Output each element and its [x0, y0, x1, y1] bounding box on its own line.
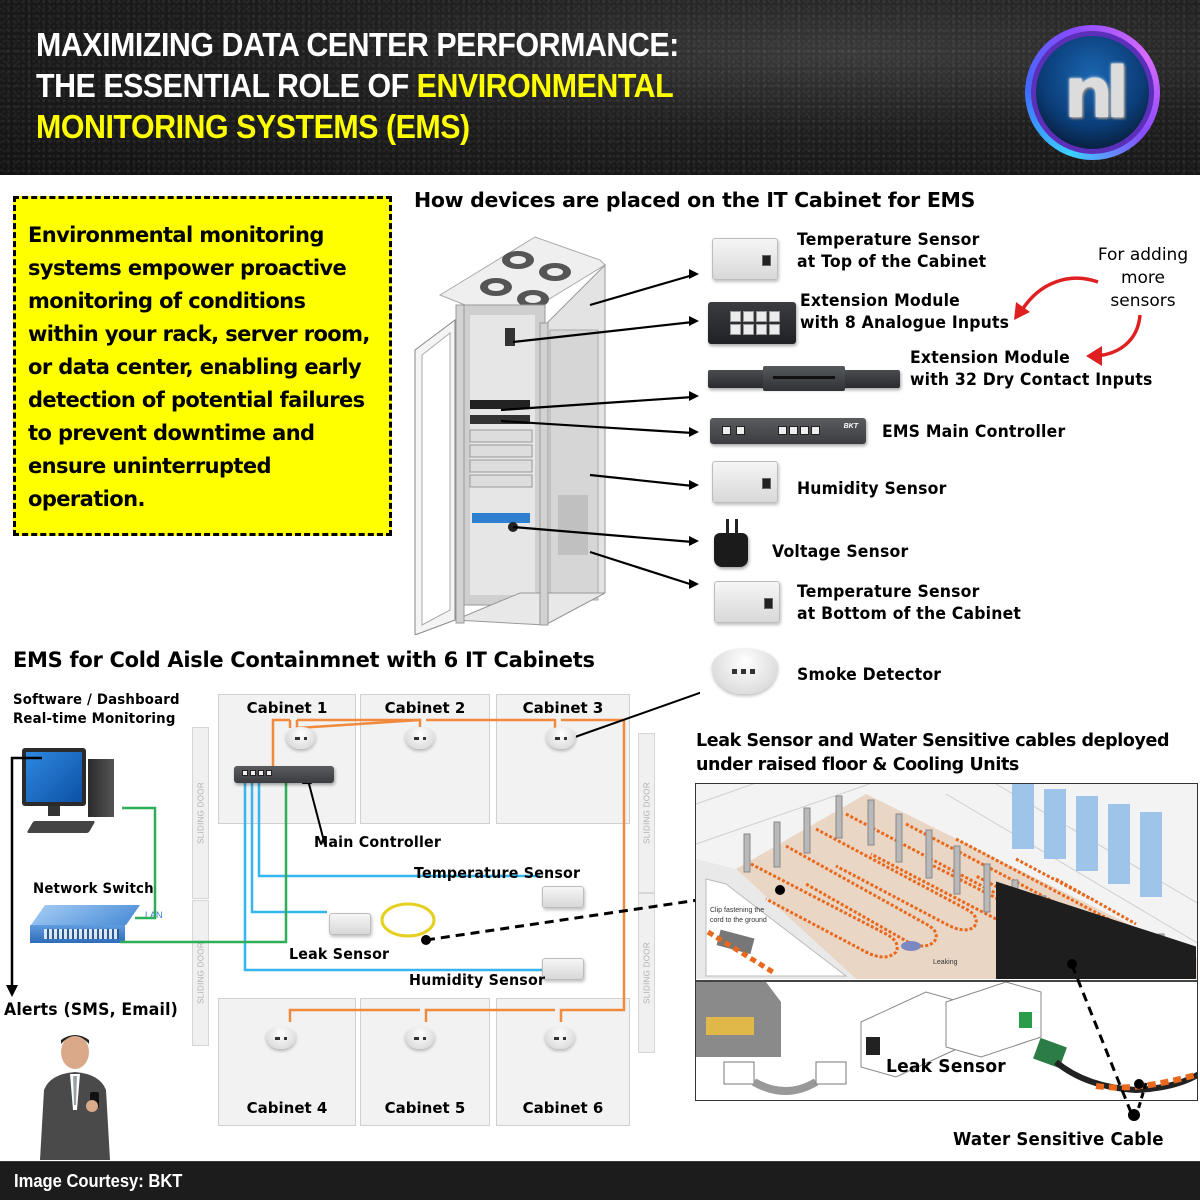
footer-bar: Image Courtesy: BKT — [0, 1161, 1200, 1200]
sliding-door-right-top: SLIDING DOOR — [638, 733, 655, 893]
label-line: at Bottom of the Cabinet — [797, 604, 1022, 623]
label-ext32: Extension Module with 32 Dry Contact Inp… — [910, 347, 1153, 391]
logo-inner: nl — [1031, 31, 1154, 154]
leak-sensor-connection-scene: Leak Sensor — [696, 980, 1197, 1100]
image-courtesy-text: Image Courtesy: BKT — [14, 1171, 183, 1191]
cac-leak-label: Leak Sensor — [289, 945, 390, 963]
network-switch-label: Network Switch — [33, 881, 154, 897]
smoke-detector-cab6-icon — [545, 1027, 575, 1049]
label-line: at Top of the Cabinet — [797, 252, 987, 271]
network-switch-icon — [30, 905, 141, 947]
cabinet-3: Cabinet 3 — [496, 694, 630, 824]
label-line: with 32 Dry Contact Inputs — [910, 370, 1153, 389]
intro-text: Environmental monitoring systems empower… — [28, 223, 370, 511]
label-line: Extension Module — [800, 291, 960, 310]
leak-illustration: Clip fastening the cord to the ground Le… — [695, 783, 1198, 1101]
label-line: with 8 Analogue Inputs — [800, 313, 1010, 332]
cac-humidity-label: Humidity Sensor — [409, 971, 546, 989]
note-line: sensors — [1110, 291, 1176, 311]
label-line: Temperature Sensor — [797, 582, 980, 601]
cabinet-label: Cabinet 2 — [384, 699, 466, 717]
smoke-detector-cab1-icon — [286, 727, 316, 749]
main-controller-label: Main Controller — [314, 833, 442, 851]
ems-main-controller-icon: BKT — [710, 418, 866, 444]
sliding-door-left-bottom: SLIDING DOOR — [192, 900, 209, 1046]
main-controller-device-icon — [234, 766, 334, 783]
temperature-sensor-top-icon — [712, 238, 778, 280]
extension-module-8-icon — [708, 302, 796, 344]
leak-section-title: Leak Sensor and Water Sensitive cables d… — [696, 729, 1170, 777]
cabinet-4: Cabinet 4 — [218, 998, 356, 1126]
page-title: MAXIMIZING DATA CENTER PERFORMANCE: THE … — [36, 24, 864, 147]
businessman-phone-icon — [40, 1035, 110, 1160]
cac-temperature-sensor-icon — [542, 886, 584, 908]
cabinet-6: Cabinet 6 — [496, 998, 630, 1126]
arrowheads — [689, 269, 699, 589]
leaking-caption: Leaking — [933, 959, 958, 966]
cac-leak-sensor-icon — [329, 913, 371, 935]
header-banner: MAXIMIZING DATA CENTER PERFORMANCE: THE … — [0, 0, 1200, 175]
cabinet-1: Cabinet 1 — [218, 694, 356, 824]
label-line: Extension Module — [910, 348, 1070, 367]
software-dashboard-label: Software / Dashboard Real-time Monitorin… — [13, 691, 180, 729]
alerts-label: Alerts (SMS, Email) — [4, 1000, 179, 1019]
water-sensitive-cable-label: Water Sensitive Cable — [953, 1130, 1164, 1150]
smoke-detector-cab2-icon — [405, 727, 435, 749]
title-line: under raised floor & Cooling Units — [696, 755, 1019, 775]
cabinet-label: Cabinet 3 — [522, 699, 604, 717]
title-line-2-white: THE ESSENTIAL ROLE OF — [36, 67, 417, 104]
label-line: Temperature Sensor — [797, 230, 980, 249]
label-humidity: Humidity Sensor — [797, 479, 947, 498]
cabinet-label: Cabinet 1 — [246, 699, 328, 717]
smoke-detector-cab4-icon — [266, 1027, 296, 1049]
clip-caption-2: cord to the ground — [710, 917, 767, 924]
title-line-2: THE ESSENTIAL ROLE OF ENVIRONMENTAL — [36, 65, 864, 106]
label-controller: EMS Main Controller — [882, 422, 1066, 441]
temperature-sensor-bottom-icon — [714, 581, 780, 623]
title-line-1: MAXIMIZING DATA CENTER PERFORMANCE: — [36, 26, 679, 63]
cabinet-section-title: How devices are placed on the IT Cabinet… — [414, 188, 976, 212]
voltage-sensor-icon — [714, 519, 748, 567]
leak-sensor-wiring-illustration — [696, 981, 1197, 1095]
water-cable-pointer — [1070, 964, 1148, 1121]
label-smoke: Smoke Detector — [797, 665, 942, 684]
cac-humidity-sensor-icon — [542, 958, 584, 980]
label-temp-bottom: Temperature Sensor at Bottom of the Cabi… — [797, 581, 1021, 625]
smoke-detector-cab3-icon — [546, 727, 576, 749]
raised-floor-scene: Clip fastening the cord to the ground Le… — [696, 784, 1197, 1067]
intro-callout: Environmental monitoring systems empower… — [13, 196, 392, 536]
smoke-detector-icon — [712, 648, 778, 694]
cac-temperature-label: Temperature Sensor — [414, 864, 581, 882]
label-line: Real-time Monitoring — [13, 711, 176, 727]
logo-text: nl — [1063, 51, 1130, 134]
sliding-door-left-top: SLIDING DOOR — [192, 727, 209, 899]
label-temp-top: Temperature Sensor at Top of the Cabinet — [797, 229, 986, 273]
note-line: more — [1120, 268, 1166, 288]
cabinet-label: Cabinet 4 — [246, 1099, 328, 1117]
red-curved-arrows-icon — [1014, 276, 1142, 366]
nl-logo-icon: nl — [1025, 25, 1160, 160]
humidity-sensor-icon — [712, 461, 778, 503]
label-ext8: Extension Module with 8 Analogue Inputs — [800, 290, 1009, 334]
it-cabinet-rack-icon — [414, 236, 694, 635]
extension-module-32-icon — [708, 366, 900, 391]
label-voltage: Voltage Sensor — [772, 542, 909, 561]
cabinet-label: Cabinet 6 — [522, 1099, 604, 1117]
title-line-3: MONITORING SYSTEMS (EMS) — [36, 108, 470, 145]
clip-caption-1: Clip fastening the — [710, 907, 764, 914]
cabinet-label: Cabinet 5 — [384, 1099, 466, 1117]
raised-floor-illustration: Clip fastening the cord to the ground Le… — [696, 784, 1197, 1067]
smoke-detector-cab5-icon — [405, 1027, 435, 1049]
cac-section-title: EMS for Cold Aisle Containmnet with 6 IT… — [13, 648, 595, 672]
cabinet-2: Cabinet 2 — [360, 694, 490, 824]
title-line-2-highlight: ENVIRONMENTAL — [416, 67, 674, 104]
wiring-diagram — [6, 691, 700, 1022]
note-line: For adding — [1097, 245, 1189, 265]
adding-sensors-note: For adding more sensors — [1088, 244, 1198, 313]
title-line: Leak Sensor and Water Sensitive cables d… — [696, 731, 1170, 751]
sliding-door-right-bottom: SLIDING DOOR — [638, 893, 655, 1053]
leak-sensor-label: Leak Sensor — [886, 1056, 1006, 1077]
label-line: Software / Dashboard — [13, 692, 180, 708]
